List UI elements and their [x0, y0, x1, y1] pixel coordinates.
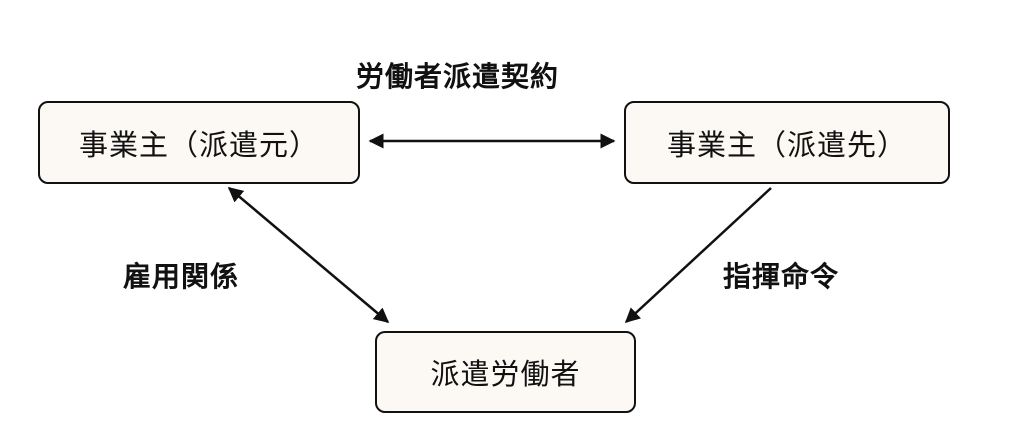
command-arrow: [624, 187, 772, 324]
dispatched-worker-box: 派遣労働者: [375, 331, 636, 413]
dispatching-employer-box: 事業主（派遣元）: [38, 101, 360, 184]
dispatched-worker-label: 派遣労働者: [430, 357, 581, 391]
employment-relation-label: 雇用関係: [123, 260, 240, 293]
employment-arrow: [227, 187, 390, 323]
client-employer-box: 事業主（派遣先）: [624, 101, 950, 184]
dispatching-employer-label: 事業主（派遣元）: [78, 127, 319, 162]
contract-relation-label: 労働者派遣契約: [356, 60, 560, 93]
command-relation-label: 指揮命令: [723, 260, 840, 293]
client-employer-label: 事業主（派遣先）: [666, 127, 907, 162]
